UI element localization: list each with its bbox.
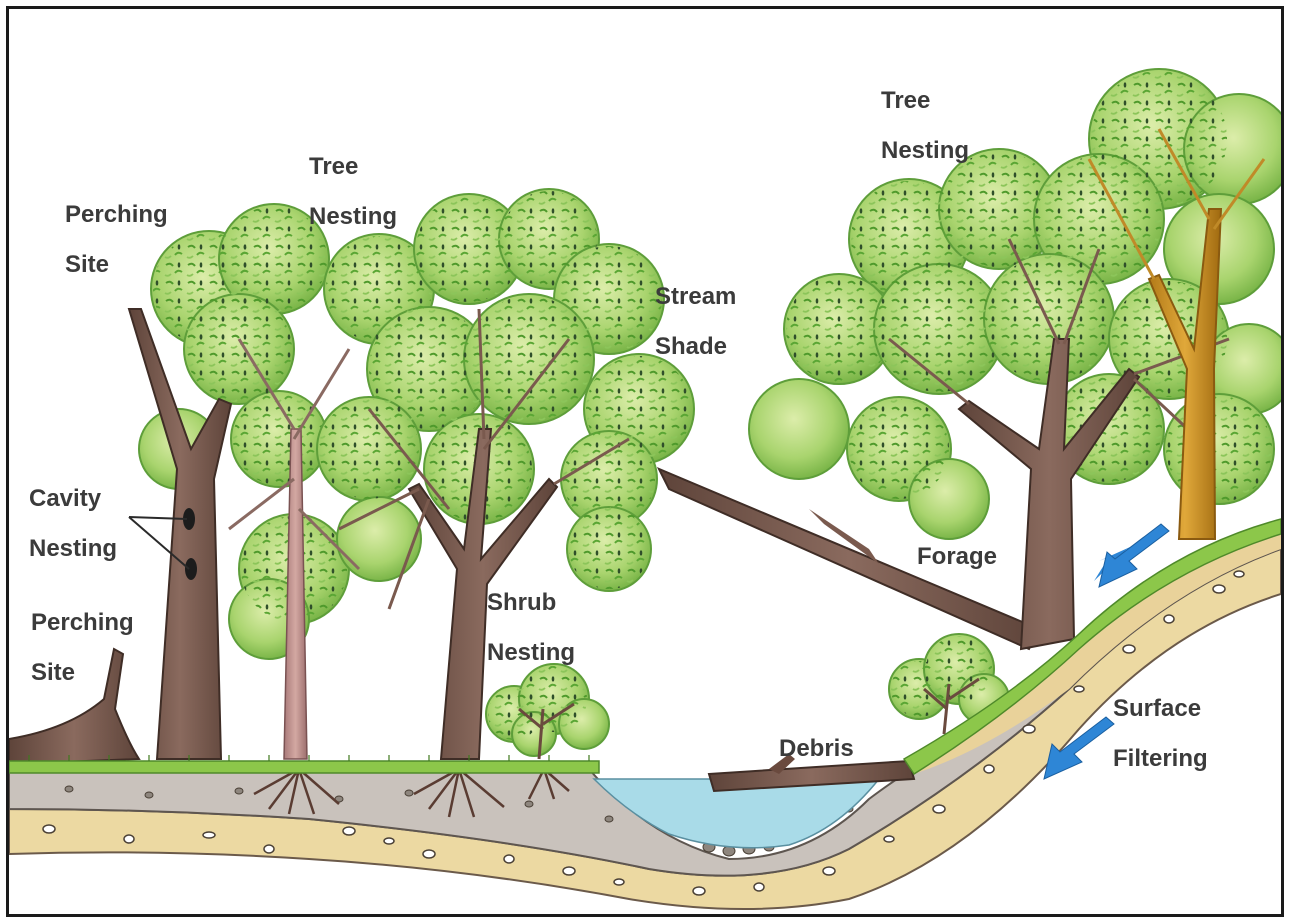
- tree-nesting-label: Tree Nesting: [881, 89, 969, 163]
- shrub-left: [486, 664, 609, 759]
- forage-label: Forage: [917, 545, 997, 569]
- cavity-hole: [185, 558, 197, 580]
- riparian-scene: [9, 9, 1281, 914]
- stream-shade-label: Stream Shade: [655, 285, 736, 359]
- surface-filtering-label: Surface Filtering: [1113, 697, 1208, 771]
- debris-label: Debris: [779, 737, 854, 761]
- perching-site-label: Perching Site: [31, 611, 134, 685]
- shrub-nesting-label: Shrub Nesting: [487, 591, 575, 665]
- tree-nesting-label: Tree Nesting: [309, 155, 397, 229]
- diagram-frame: Perching Site Tree Nesting Stream Shade …: [6, 6, 1284, 917]
- cavity-nesting-label: Cavity Nesting: [29, 487, 117, 561]
- perching-site-label: Perching Site: [65, 203, 168, 277]
